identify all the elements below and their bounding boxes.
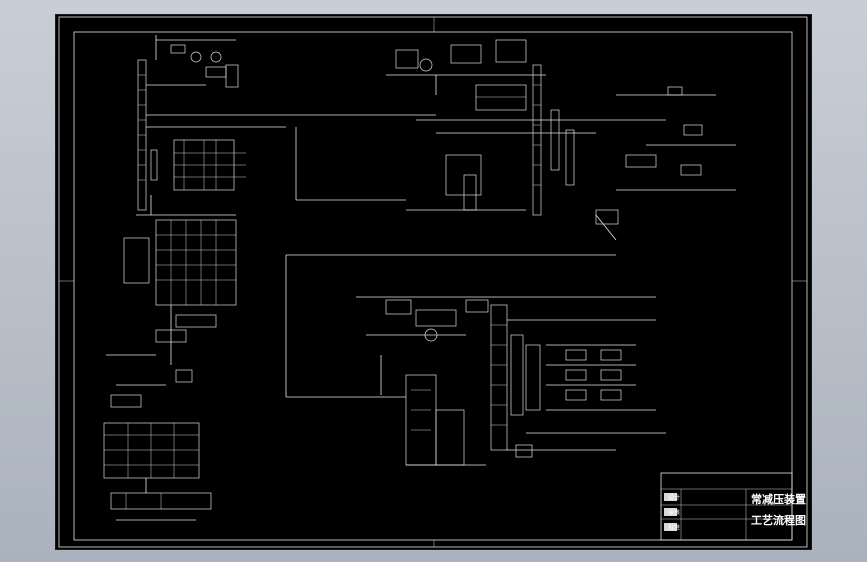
- cad-viewport[interactable]: 设计 审核 批准 常减压装置 工艺流程图: [55, 14, 812, 550]
- inner-frame: [73, 31, 793, 541]
- section-exchanger-network-left: [106, 219, 237, 408]
- section-top-right: [386, 39, 736, 241]
- drawing-title-line2: 工艺流程图: [751, 513, 806, 527]
- title-block: 设计 审核 批准 常减压装置 工艺流程图: [660, 472, 806, 541]
- middle-column: [490, 304, 508, 451]
- section-bottom-left-exchangers: [103, 422, 212, 521]
- vacuum-column: [532, 64, 542, 216]
- tb-cell-3: [664, 523, 677, 531]
- furnace: [405, 374, 437, 466]
- drawing-title-line1: 常减压装置: [751, 492, 806, 506]
- tb-label-1: 设计: [668, 494, 680, 502]
- process-flow-drawing: 设计 审核 批准 常减压装置 工艺流程图: [58, 16, 808, 548]
- tb-label-3: 批准: [668, 524, 680, 532]
- tb-cell-2: [664, 508, 677, 516]
- section-middle: [356, 296, 666, 466]
- section-top-left: [136, 35, 436, 216]
- tb-cell-1: [664, 493, 677, 501]
- tb-label-2: 审核: [668, 509, 680, 517]
- outer-frame: [58, 16, 808, 548]
